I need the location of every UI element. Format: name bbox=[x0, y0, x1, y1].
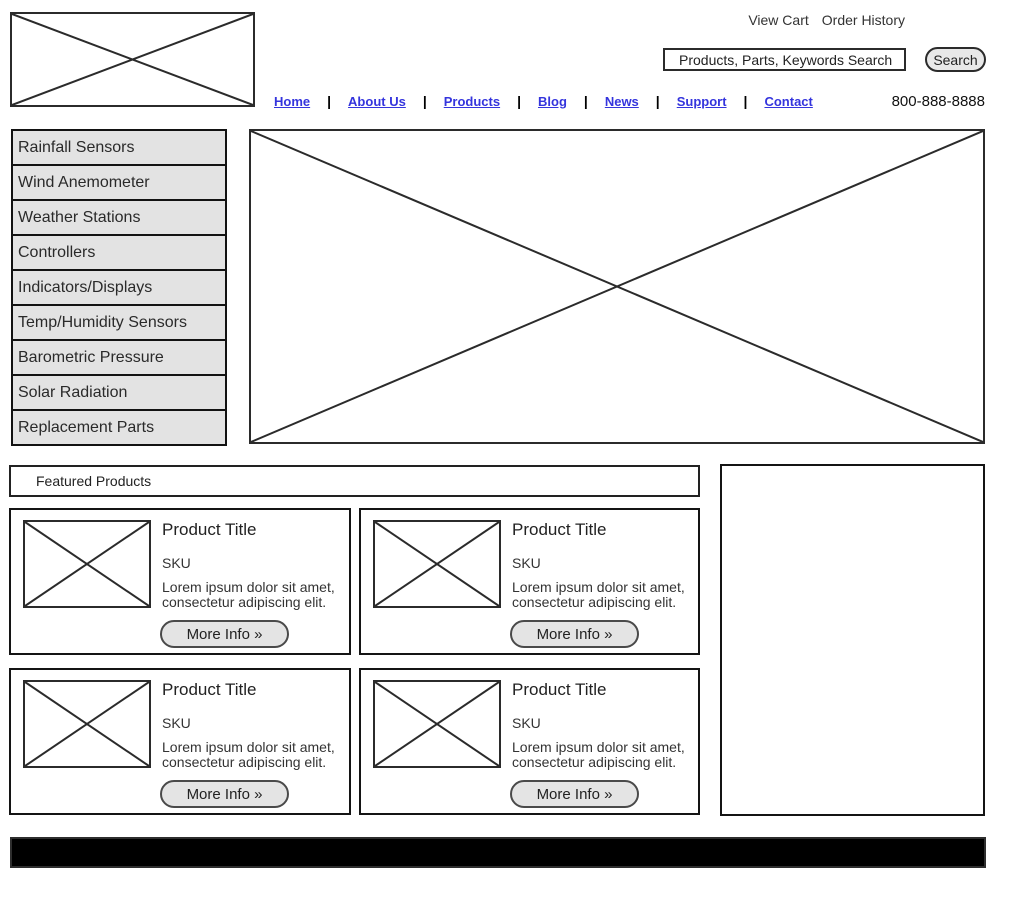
product-card: Product Title SKU Lorem ipsum dolor sit … bbox=[9, 668, 351, 815]
featured-products-header: Featured Products bbox=[9, 465, 700, 497]
placeholder-cross-icon bbox=[12, 14, 253, 105]
product-title: Product Title bbox=[512, 520, 607, 539]
placeholder-cross-icon bbox=[251, 131, 983, 442]
nav-link-blog[interactable]: Blog bbox=[538, 93, 567, 109]
view-cart-link[interactable]: View Cart bbox=[748, 12, 809, 28]
category-item-replacement-parts[interactable]: Replacement Parts bbox=[11, 409, 227, 446]
nav-link-news[interactable]: News bbox=[604, 93, 639, 109]
product-description: Lorem ipsum dolor sit amet, consectetur … bbox=[162, 739, 335, 770]
category-item-indicators-displays[interactable]: Indicators/Displays bbox=[11, 269, 227, 306]
product-image-placeholder bbox=[23, 680, 151, 768]
product-title: Product Title bbox=[162, 680, 257, 699]
product-image-placeholder bbox=[373, 680, 501, 768]
category-item-weather-stations[interactable]: Weather Stations bbox=[11, 199, 227, 236]
product-title: Product Title bbox=[162, 520, 257, 539]
more-info-button[interactable]: More Info » bbox=[160, 780, 289, 808]
nav-separator: | bbox=[517, 93, 522, 109]
nav-link-support[interactable]: Support bbox=[676, 93, 727, 109]
account-links: View Cart Order History bbox=[748, 12, 905, 28]
category-item-rainfall-sensors[interactable]: Rainfall Sensors bbox=[11, 129, 227, 166]
product-image-placeholder bbox=[373, 520, 501, 608]
category-item-controllers[interactable]: Controllers bbox=[11, 234, 227, 271]
nav-separator: | bbox=[422, 93, 427, 109]
nav-separator: | bbox=[583, 93, 588, 109]
nav-link-contact[interactable]: Contact bbox=[764, 93, 813, 109]
category-menu: Rainfall Sensors Wind Anemometer Weather… bbox=[11, 129, 227, 446]
nav-separator: | bbox=[655, 93, 660, 109]
search-input[interactable] bbox=[663, 48, 906, 71]
category-item-solar-radiation[interactable]: Solar Radiation bbox=[11, 374, 227, 411]
footer-bar bbox=[10, 837, 986, 868]
placeholder-cross-icon bbox=[25, 682, 149, 766]
product-sku: SKU bbox=[162, 715, 191, 731]
search-button[interactable]: Search bbox=[925, 47, 986, 72]
product-description: Lorem ipsum dolor sit amet, consectetur … bbox=[512, 579, 685, 610]
nav-separator: | bbox=[327, 93, 332, 109]
nav-link-home[interactable]: Home bbox=[274, 93, 311, 109]
featured-products-title: Featured Products bbox=[36, 473, 152, 489]
product-card: Product Title SKU Lorem ipsum dolor sit … bbox=[359, 508, 700, 655]
category-item-barometric-pressure[interactable]: Barometric Pressure bbox=[11, 339, 227, 376]
product-image-placeholder bbox=[23, 520, 151, 608]
phone-number: 800-888-8888 bbox=[891, 93, 985, 110]
product-sku: SKU bbox=[512, 555, 541, 571]
category-item-wind-anemometer[interactable]: Wind Anemometer bbox=[11, 164, 227, 201]
nav-link-about-us[interactable]: About Us bbox=[348, 93, 406, 109]
product-description: Lorem ipsum dolor sit amet, consectetur … bbox=[512, 739, 685, 770]
nav-link-products[interactable]: Products bbox=[443, 93, 501, 109]
more-info-button[interactable]: More Info » bbox=[510, 780, 639, 808]
product-card: Product Title SKU Lorem ipsum dolor sit … bbox=[359, 668, 700, 815]
hero-image-placeholder bbox=[249, 129, 985, 444]
more-info-button[interactable]: More Info » bbox=[510, 620, 639, 648]
product-sku: SKU bbox=[512, 715, 541, 731]
order-history-link[interactable]: Order History bbox=[821, 12, 905, 28]
product-card: Product Title SKU Lorem ipsum dolor sit … bbox=[9, 508, 351, 655]
nav-separator: | bbox=[743, 93, 748, 109]
product-description: Lorem ipsum dolor sit amet, consectetur … bbox=[162, 579, 335, 610]
logo-image-placeholder[interactable] bbox=[10, 12, 255, 107]
product-sku: SKU bbox=[162, 555, 191, 571]
more-info-button[interactable]: More Info » bbox=[160, 620, 289, 648]
placeholder-cross-icon bbox=[375, 522, 499, 606]
placeholder-cross-icon bbox=[25, 522, 149, 606]
main-nav: Home | About Us | Products | Blog | News… bbox=[274, 92, 813, 110]
right-sidebar-panel bbox=[720, 464, 985, 816]
placeholder-cross-icon bbox=[375, 682, 499, 766]
product-title: Product Title bbox=[512, 680, 607, 699]
category-item-temp-humidity-sensors[interactable]: Temp/Humidity Sensors bbox=[11, 304, 227, 341]
